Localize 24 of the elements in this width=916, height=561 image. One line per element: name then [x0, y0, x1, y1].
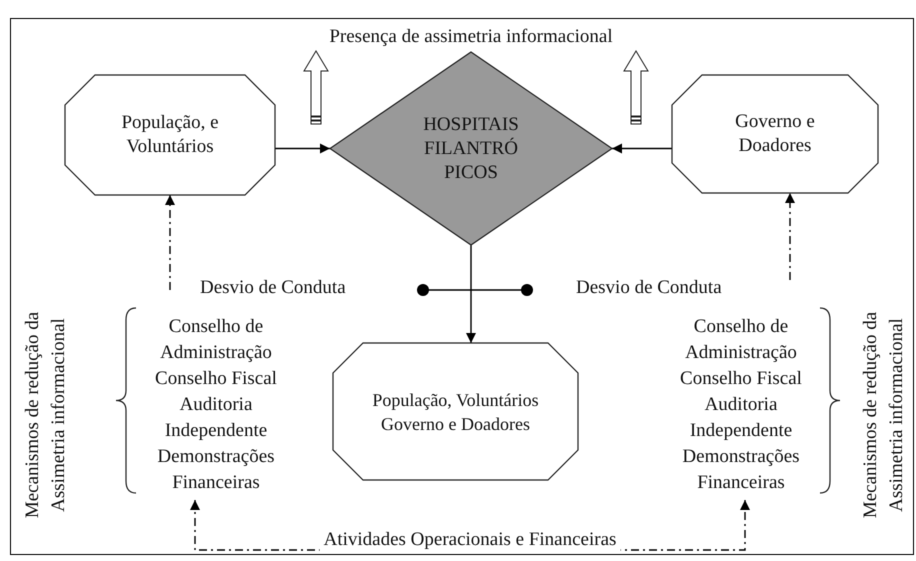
octagon-box — [333, 343, 578, 480]
node-text: Conselho de Administração Conselho Fiscal Auditoria Independente Demonstrações Financeiras — [679, 315, 803, 495]
arrow — [275, 144, 330, 154]
dash-dot-arrow — [190, 500, 750, 551]
heading-text: Presença de assimetria informacional — [329, 26, 613, 48]
octagon-box — [672, 75, 878, 193]
decision-diamond — [330, 52, 612, 245]
arrow — [612, 144, 672, 154]
annotation-text: Desvio de Conduta — [200, 277, 346, 299]
block-arrow — [623, 50, 649, 124]
arrow — [466, 245, 476, 343]
node-text: População, Voluntários Governo e Doadores — [371, 388, 540, 436]
side-label: Mecanismos de redução da Assimetria informacional — [21, 310, 70, 520]
annotation-text: Desvio de Conduta — [576, 277, 722, 299]
block-arrow — [303, 50, 329, 124]
side-label: Mecanismos de redução da Assimetria informacional — [859, 310, 908, 520]
edge-label: Atividades Operacionais e Financeiras — [320, 529, 620, 551]
node-text: Governo e Doadores — [734, 110, 816, 158]
dash-dot-arrow — [165, 195, 175, 290]
dash-dot-arrow — [785, 193, 795, 280]
node-text: HOSPITAIS FILANTRÓ PICOS — [422, 112, 520, 184]
octagon-box — [65, 75, 275, 195]
node-text: Conselho de Administração Conselho Fiscal Auditoria Independente Demonstrações Financeiras — [154, 315, 278, 495]
node-text: População, e Voluntários — [120, 111, 220, 159]
